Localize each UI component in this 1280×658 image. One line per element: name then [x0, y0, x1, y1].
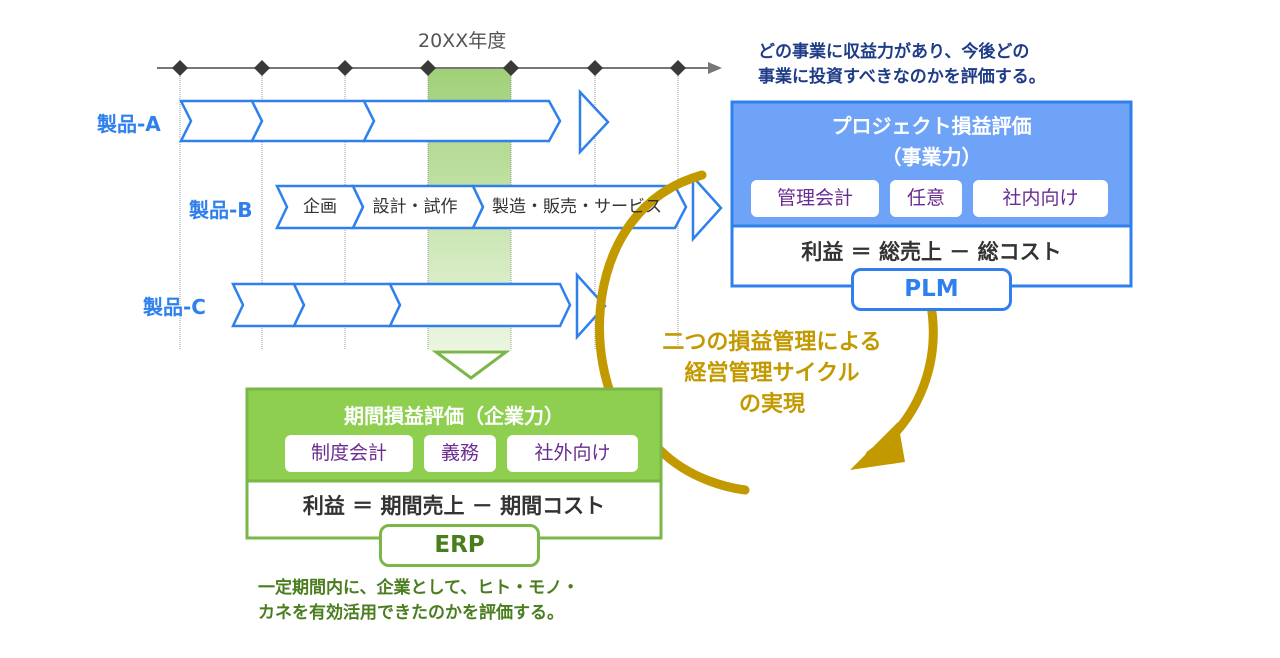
- plm-title: プロジェクト損益評価: [831, 114, 1032, 138]
- plm-chip-management-accounting: 管理会計: [751, 180, 879, 217]
- erp-chip-mandatory: 義務: [424, 435, 496, 472]
- plm-badge: PLM: [851, 268, 1012, 311]
- product-a-process: [178, 88, 610, 156]
- plm-note-line-1: どの事業に収益力があり、今後どの: [758, 42, 1030, 62]
- product-a-label: 製品-A: [97, 112, 161, 136]
- plm-note: どの事業に収益力があり、今後どの 事業に投資すべきなのかを評価する。: [758, 40, 1046, 90]
- stage-manufacturing-sales-service: 製造・販売・サービス: [492, 197, 662, 217]
- cycle-caption: 二つの損益管理による 経営管理サイクル の実現: [622, 327, 922, 420]
- stage-planning: 企画: [303, 197, 337, 217]
- erp-chip-external: 社外向け: [507, 435, 638, 472]
- product-b-label: 製品-B: [189, 198, 253, 222]
- plm-chip-internal: 社内向け: [973, 180, 1108, 217]
- erp-chip-statutory-accounting: 制度会計: [285, 435, 413, 472]
- erp-formula: 利益 ＝ 期間売上 － 期間コスト: [302, 494, 606, 518]
- cycle-caption-line-3: の実現: [738, 392, 805, 417]
- product-c-process: [231, 271, 607, 341]
- period-down-arrow: [431, 350, 511, 380]
- erp-note: 一定期間内に、企業として、ヒト・モノ・ カネを有効活用できたのかを評価する。: [258, 576, 579, 626]
- timeline-title: 20XX年度: [418, 30, 507, 52]
- erp-badge: ERP: [379, 524, 540, 567]
- plm-subtitle: （事業力）: [881, 145, 982, 169]
- erp-title: 期間損益評価（企業力）: [344, 404, 564, 428]
- product-c-label: 製品-C: [143, 295, 206, 319]
- timeline-markers: [172, 60, 686, 76]
- plm-note-line-2: 事業に投資すべきなのかを評価する。: [758, 67, 1046, 87]
- cycle-caption-line-2: 経営管理サイクル: [684, 361, 860, 386]
- erp-note-line-1: 一定期間内に、企業として、ヒト・モノ・: [258, 578, 580, 598]
- erp-note-line-2: カネを有効活用できたのかを評価する。: [258, 603, 564, 623]
- plm-formula: 利益 ＝ 総売上 － 総コスト: [801, 240, 1062, 264]
- stage-design-prototype: 設計・試作: [372, 197, 458, 217]
- plm-chip-optional: 任意: [890, 180, 962, 217]
- cycle-arrowhead: [850, 422, 905, 470]
- cycle-caption-line-1: 二つの損益管理による: [662, 330, 882, 355]
- timeline-arrowhead: [708, 62, 722, 74]
